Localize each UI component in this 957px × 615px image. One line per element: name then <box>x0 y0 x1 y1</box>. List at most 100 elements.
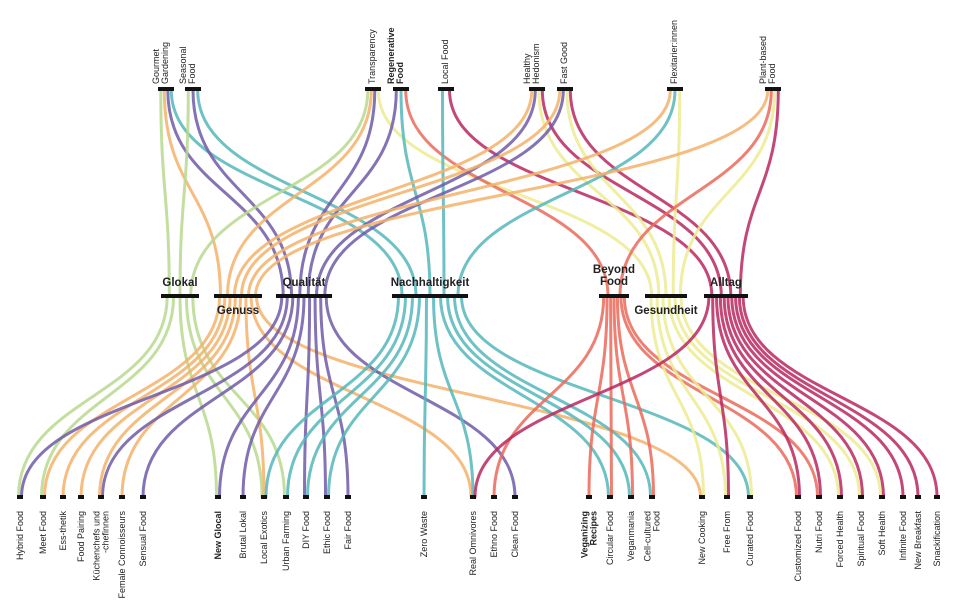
bottom-node-bar-ethno <box>491 495 497 499</box>
top-node-text: Flexitarier:innen <box>669 20 679 84</box>
bottom-node-label-spiritual: Spiritual Food <box>856 511 866 567</box>
top-node-text: Hedonism <box>531 43 541 84</box>
top-node-text: Food <box>767 63 777 84</box>
bottom-node-text: New Cooking <box>697 511 707 565</box>
category-label-glokal: Glokal <box>162 277 197 289</box>
top-node-text: Gourmet <box>151 48 161 84</box>
bottom-node-label-zerowaste: Zero Waste <box>419 511 429 557</box>
top-node-text: Seasonal <box>178 46 188 84</box>
link-plantbased-alltag <box>738 88 780 298</box>
link-nachhaltigkeit-diy <box>306 294 414 499</box>
bottom-node-bar-omnivores <box>470 495 476 499</box>
top-node-bar-regenerative <box>393 87 409 91</box>
category-label-gesundheit: Gesundheit <box>634 305 697 317</box>
link-gourmet-genuss <box>162 88 222 298</box>
category-label-genuss: Genuss <box>217 305 259 317</box>
link-fastgood-alltag <box>568 88 733 298</box>
bottom-node-label-breakfast: New Breakfast <box>913 511 923 570</box>
category-bar-alltag <box>704 294 748 298</box>
bottom-node-bar-newglocal <box>215 495 221 499</box>
top-node-bar-fastgood <box>557 87 573 91</box>
link-transparency-qualitaet <box>298 88 377 298</box>
link-alltag-softhealth <box>730 294 885 499</box>
bottom-node-bar-cellcultured <box>649 495 655 499</box>
bottom-node-bar-ethic <box>324 495 330 499</box>
link-glokal-meet <box>40 294 176 499</box>
bottom-node-bar-nutri <box>816 495 822 499</box>
top-node-text: Plant-based <box>758 36 768 84</box>
bottom-node-text: Real Omnivores <box>468 511 478 576</box>
link-gesundheit-newcooking <box>649 294 705 499</box>
bottom-node-bar-customized <box>795 495 801 499</box>
bottom-node-bar-veganizing <box>586 495 592 499</box>
bottom-node-label-ethic: Ethic Food <box>322 511 332 554</box>
link-hedonism-qualitaet <box>315 88 537 298</box>
link-gourmet-nachhaltigkeit <box>169 88 404 298</box>
bottom-node-text: Food Pairing <box>76 511 86 562</box>
bottom-node-label-omnivores: Real Omnivores <box>468 511 478 576</box>
link-glokal-newglocal <box>178 294 218 499</box>
link-gesundheit-freefrom <box>655 294 727 499</box>
link-beyond-ethno <box>492 294 606 499</box>
link-nachhaltigkeit-veganmania <box>446 294 631 499</box>
bottom-node-label-urban: Urban Farming <box>281 511 291 571</box>
bottom-node-text: Food <box>652 511 662 532</box>
link-qualitaet-newglocal <box>218 294 300 499</box>
link-seasonal-glokal <box>178 88 190 298</box>
bottom-node-text: Free From <box>722 511 732 553</box>
bottom-node-label-clean: Clean Food <box>510 511 520 558</box>
link-nachhaltigkeit-exotics <box>264 294 400 499</box>
bottom-node-bar-forced <box>837 495 843 499</box>
bottom-node-bar-snackification <box>934 495 940 499</box>
link-gesundheit-curated <box>661 294 753 499</box>
bottom-node-bar-curated <box>747 495 753 499</box>
link-transparency-glokal <box>189 88 370 298</box>
category-bar-qualitaet <box>276 294 332 298</box>
bottom-node-text: Ess-thetik <box>58 511 68 551</box>
bottom-node-bar-diy <box>303 495 309 499</box>
link-qualitaet-brutal <box>241 294 306 499</box>
bottom-node-label-newcooking: New Cooking <box>697 511 707 565</box>
category-bar-nachhaltigkeit <box>392 294 468 298</box>
link-alltag-nutri <box>718 294 822 499</box>
link-alltag-spiritual <box>726 294 864 499</box>
bottom-node-label-newglocal: New Glocal <box>213 511 223 560</box>
top-node-text: Local Food <box>440 39 450 84</box>
bottom-node-bar-hybrid <box>17 495 23 499</box>
category-bar-genuss <box>214 294 262 298</box>
bottom-node-text: Zero Waste <box>419 511 429 557</box>
bottom-node-text: Ethic Food <box>322 511 332 554</box>
category-label-nachhaltigkeit: Nachhaltigkeit <box>391 277 470 289</box>
bottom-node-label-snackification: Snackification <box>932 511 942 567</box>
bottom-node-text: Soft Health <box>877 511 887 556</box>
bottom-node-label-nutri: Nutri Food <box>814 511 824 553</box>
node-bar-layer <box>17 87 940 499</box>
top-node-bar-transparency <box>365 87 381 91</box>
link-beyond-circular <box>609 294 613 499</box>
bottom-node-label-customized: Customized Food <box>793 511 803 582</box>
link-hedonism-genuss <box>233 88 534 298</box>
bottom-node-bar-circular <box>607 495 613 499</box>
bottom-node-label-meet: Meet Food <box>38 511 48 554</box>
link-alltag-forced <box>722 294 843 499</box>
bottom-node-label-fair: Fair Food <box>343 511 353 550</box>
link-genuss-female <box>120 294 243 499</box>
bottom-node-label-softhealth: Soft Health <box>877 511 887 556</box>
category-bar-glokal <box>161 294 199 298</box>
link-flexitarier-genuss <box>247 88 672 298</box>
bottom-node-label-female: Female Connoisseurs <box>117 511 127 599</box>
bottom-node-text: Spiritual Food <box>856 511 866 567</box>
link-plantbased-gesundheit <box>678 88 777 298</box>
bottom-node-text: New Breakfast <box>913 511 923 570</box>
bottom-node-text: Female Connoisseurs <box>117 511 127 599</box>
link-regenerative-qualitaet <box>306 88 398 298</box>
link-beyond-veganmania <box>612 294 634 499</box>
link-glokal-exotics <box>184 294 264 499</box>
link-nachhaltigkeit-circular <box>439 294 610 499</box>
bottom-node-text: Brutal Lokal <box>238 511 248 559</box>
